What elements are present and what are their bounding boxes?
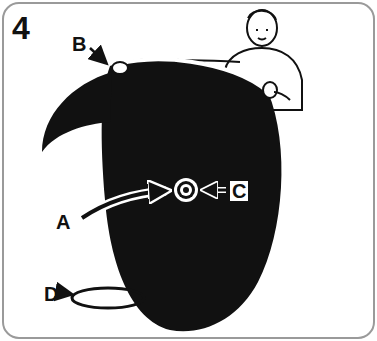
frame-ring xyxy=(72,288,144,308)
callout-letter: B xyxy=(72,34,86,54)
callout-letter: A xyxy=(56,212,70,232)
arrow-b xyxy=(90,48,105,62)
step-number: 4 xyxy=(12,12,30,44)
panel-rim xyxy=(112,59,268,92)
arrow-a xyxy=(82,191,164,218)
frame xyxy=(3,3,374,338)
arrow-c xyxy=(206,189,226,192)
callout-letter: C xyxy=(230,181,248,201)
arrow-a-outline xyxy=(82,191,166,218)
callout-letter: D xyxy=(44,284,58,304)
hands xyxy=(112,62,277,98)
folding-flap xyxy=(42,72,112,152)
target-point xyxy=(174,178,198,202)
arrow-d xyxy=(64,293,70,294)
